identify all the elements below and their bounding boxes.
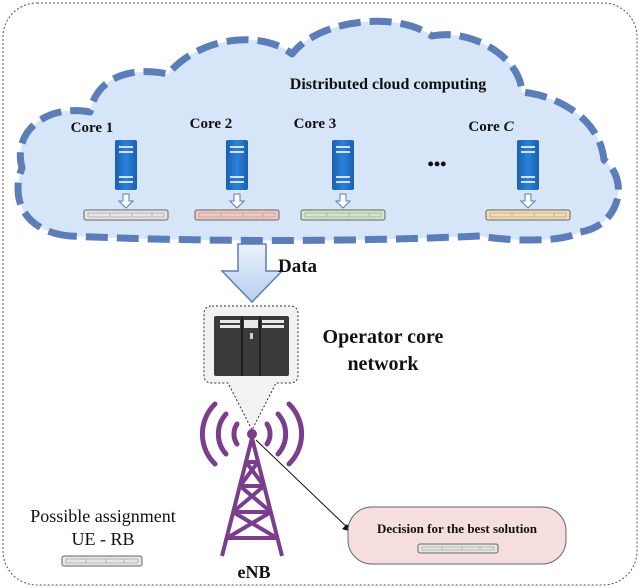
core-1-label: Core 1	[71, 120, 114, 136]
cloud-shape	[14, 17, 622, 244]
data-flow-arrow	[220, 243, 284, 304]
core-3-group	[300, 140, 386, 221]
decision-assignment-bar	[417, 543, 499, 554]
server-icon	[115, 140, 137, 190]
ellipsis: •••	[428, 154, 447, 174]
assignment-bar	[485, 209, 571, 221]
signal-waves-icon	[199, 401, 305, 467]
assignment-bar	[300, 209, 386, 221]
cloud-title: Distributed cloud computing	[290, 76, 486, 93]
decision-connector	[255, 439, 351, 531]
server-icon	[332, 140, 354, 190]
enb-label: eNB	[238, 562, 271, 582]
legend-line2: UE - RB	[72, 529, 135, 549]
down-arrow-icon	[117, 193, 135, 209]
core-2-label: Core 2	[190, 116, 233, 132]
assignment-bar	[194, 209, 280, 221]
server-icon	[517, 140, 539, 190]
operator-label-line1: Operator core	[323, 326, 444, 348]
down-arrow-icon	[519, 193, 537, 209]
decision-box	[347, 506, 567, 565]
decision-label: Decision for the best solution	[377, 521, 538, 536]
core-3-label: Core 3	[294, 116, 337, 132]
server-icon	[226, 140, 248, 190]
operator-label-line2: network	[347, 353, 419, 375]
down-arrow-icon	[334, 193, 352, 209]
core-c-label: Core C	[468, 119, 514, 135]
core-c-group	[485, 140, 571, 221]
assignment-bar	[83, 209, 169, 221]
tower-icon	[220, 429, 284, 557]
core-2-group	[194, 140, 280, 221]
legend-assignment-bar	[61, 555, 143, 567]
core-1-group	[83, 140, 169, 221]
legend-line1: Possible assignment	[30, 506, 176, 526]
down-arrow-icon	[228, 193, 246, 209]
data-label: Data	[278, 256, 318, 277]
operator-server-icon	[214, 316, 289, 376]
